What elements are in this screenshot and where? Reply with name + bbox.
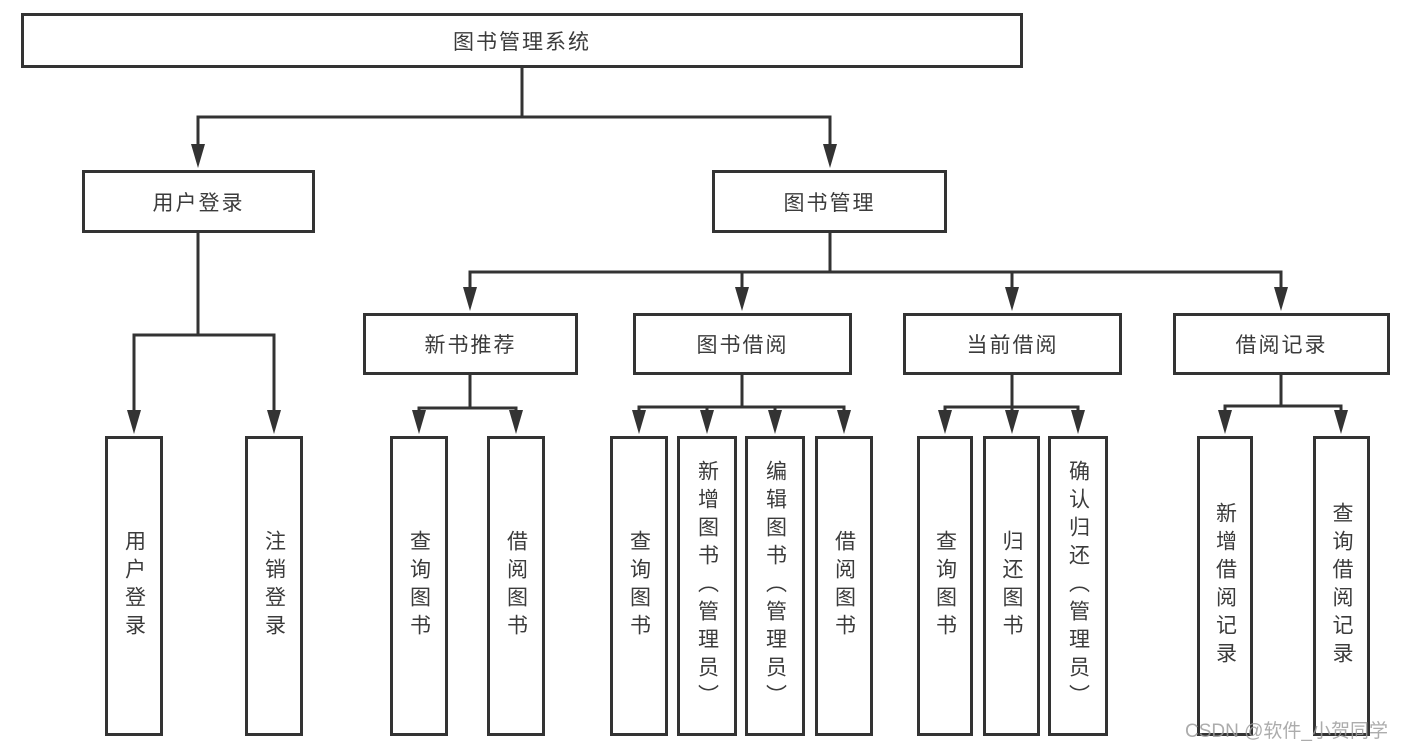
arrowhead-icon — [267, 410, 281, 434]
leaf-current-confirm-return-admin-label: 确认归还（管理员） — [1066, 460, 1090, 712]
leaf-borrow-add-books-admin-label: 新增图书（管理员） — [695, 460, 719, 712]
node-new-book-recommend: 新书推荐 — [363, 313, 578, 375]
leaf-records-query-record-label: 查询借阅记录 — [1330, 502, 1353, 670]
node-root-label: 图书管理系统 — [453, 30, 591, 54]
arrowhead-icon — [1071, 410, 1085, 434]
arrowhead-icon — [1218, 410, 1232, 434]
leaf-logout: 注销登录 — [245, 436, 303, 736]
leaf-borrow-borrow-books: 借阅图书 — [815, 436, 873, 736]
arrowhead-icon — [1005, 287, 1019, 311]
leaf-recommend-borrow-books-label: 借阅图书 — [504, 530, 528, 642]
leaf-borrow-query-books: 查询图书 — [610, 436, 668, 736]
node-book-management-label: 图书管理 — [783, 191, 876, 215]
leaf-current-return-books-label: 归还图书 — [1000, 530, 1023, 642]
leaf-logout-label: 注销登录 — [262, 530, 286, 642]
arrowhead-icon — [1274, 287, 1288, 311]
arrowhead-icon — [700, 410, 714, 434]
arrowhead-icon — [1334, 410, 1348, 434]
arrowhead-icon — [509, 410, 523, 434]
leaf-current-return-books: 归还图书 — [983, 436, 1040, 736]
arrowhead-icon — [768, 410, 782, 434]
leaf-records-query-record: 查询借阅记录 — [1313, 436, 1370, 736]
arrowhead-icon — [837, 410, 851, 434]
node-user-login: 用户登录 — [82, 170, 315, 233]
arrowhead-icon — [735, 287, 749, 311]
leaf-current-confirm-return-admin: 确认归还（管理员） — [1048, 436, 1108, 736]
arrowhead-icon — [412, 410, 426, 434]
node-current-borrow: 当前借阅 — [903, 313, 1122, 375]
leaf-current-query-books: 查询图书 — [917, 436, 973, 736]
leaf-current-query-books-label: 查询图书 — [933, 530, 957, 642]
node-borrow-records: 借阅记录 — [1173, 313, 1390, 375]
node-book-borrow: 图书借阅 — [633, 313, 852, 375]
leaf-user-login-label: 用户登录 — [122, 530, 146, 642]
leaf-borrow-query-books-label: 查询图书 — [627, 530, 651, 642]
leaf-borrow-edit-books-admin-label: 编辑图书（管理员） — [763, 460, 787, 712]
node-book-borrow-label: 图书借阅 — [696, 334, 789, 357]
leaf-recommend-borrow-books: 借阅图书 — [487, 436, 545, 736]
node-borrow-records-label: 借阅记录 — [1235, 334, 1328, 357]
leaf-recommend-query-books-label: 查询图书 — [407, 530, 431, 642]
node-current-borrow-label: 当前借阅 — [966, 334, 1059, 357]
leaf-borrow-borrow-books-label: 借阅图书 — [832, 530, 856, 642]
arrowhead-icon — [823, 144, 837, 168]
arrowhead-icon — [191, 144, 205, 168]
arrowhead-icon — [632, 410, 646, 434]
leaf-recommend-query-books: 查询图书 — [390, 436, 448, 736]
arrowhead-icon — [938, 410, 952, 434]
node-new-book-recommend-label: 新书推荐 — [424, 334, 517, 357]
leaf-borrow-edit-books-admin: 编辑图书（管理员） — [745, 436, 805, 736]
arrowhead-icon — [463, 287, 477, 311]
leaf-records-add-record-label: 新增借阅记录 — [1213, 502, 1237, 670]
node-root: 图书管理系统 — [21, 13, 1023, 68]
node-book-management: 图书管理 — [712, 170, 947, 233]
leaf-records-add-record: 新增借阅记录 — [1197, 436, 1253, 736]
leaf-user-login: 用户登录 — [105, 436, 163, 736]
arrowhead-icon — [1005, 410, 1019, 434]
node-user-login-label: 用户登录 — [152, 191, 245, 215]
arrowhead-icon — [127, 410, 141, 434]
leaf-borrow-add-books-admin: 新增图书（管理员） — [677, 436, 737, 736]
